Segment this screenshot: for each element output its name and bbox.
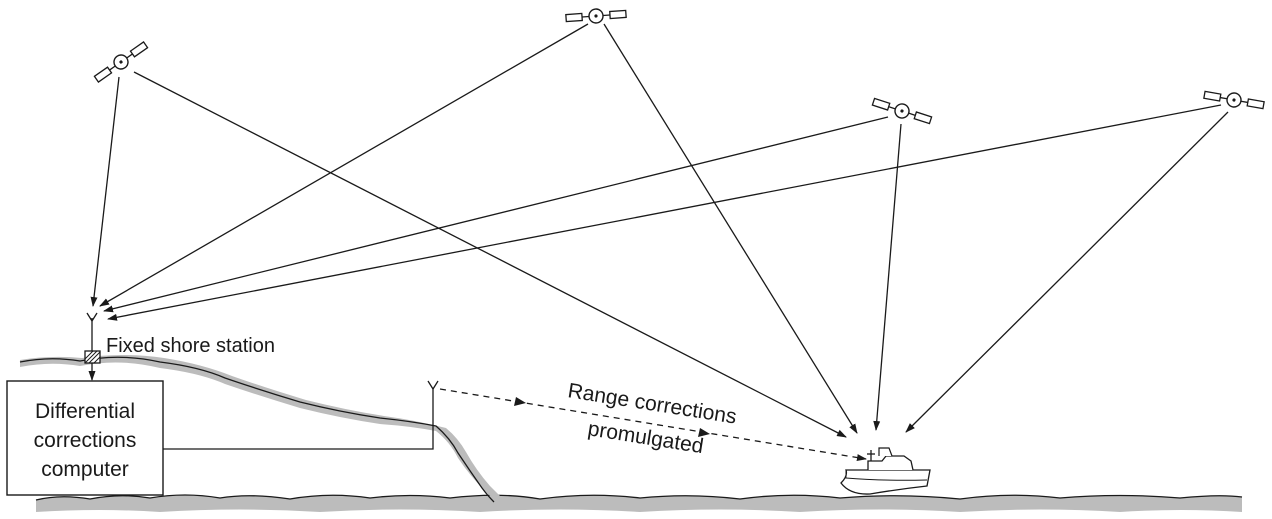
computer-label-line2: corrections: [34, 429, 137, 452]
satellite-icon: [564, 6, 628, 26]
antenna-icon: [427, 380, 439, 391]
broadcast-dashed-line: [439, 388, 867, 461]
computer-label-line1: Differential: [35, 400, 135, 423]
signal-line: [90, 76, 120, 307]
shore-station-hut: [84, 350, 101, 364]
broadcast-arrowhead: [698, 428, 710, 437]
broadcast-arrowhead: [514, 397, 526, 406]
satellite-icon: [1202, 87, 1266, 113]
corrections-computer-box: [6, 380, 164, 496]
satellite-icon: [91, 38, 151, 86]
signal-line: [133, 71, 847, 438]
signal-line: [905, 111, 1229, 433]
promulgated-label: promulgated: [586, 417, 705, 458]
antenna-icon: [86, 312, 98, 352]
signal-line: [99, 23, 589, 307]
sea-ground-line: [35, 494, 1243, 501]
shore-line: [19, 356, 495, 503]
ship-icon: [840, 447, 931, 495]
signal-line: [873, 123, 902, 431]
computer-label-line3: computer: [41, 458, 129, 481]
satellite-icon: [870, 94, 934, 128]
shore-station-label: Fixed shore station: [106, 335, 275, 357]
signal-line: [603, 23, 858, 434]
signal-line: [103, 116, 889, 313]
sea-ground-shadow: [36, 495, 1242, 512]
signal-line: [107, 104, 1222, 321]
computer-to-transmitter-line: [163, 388, 434, 450]
